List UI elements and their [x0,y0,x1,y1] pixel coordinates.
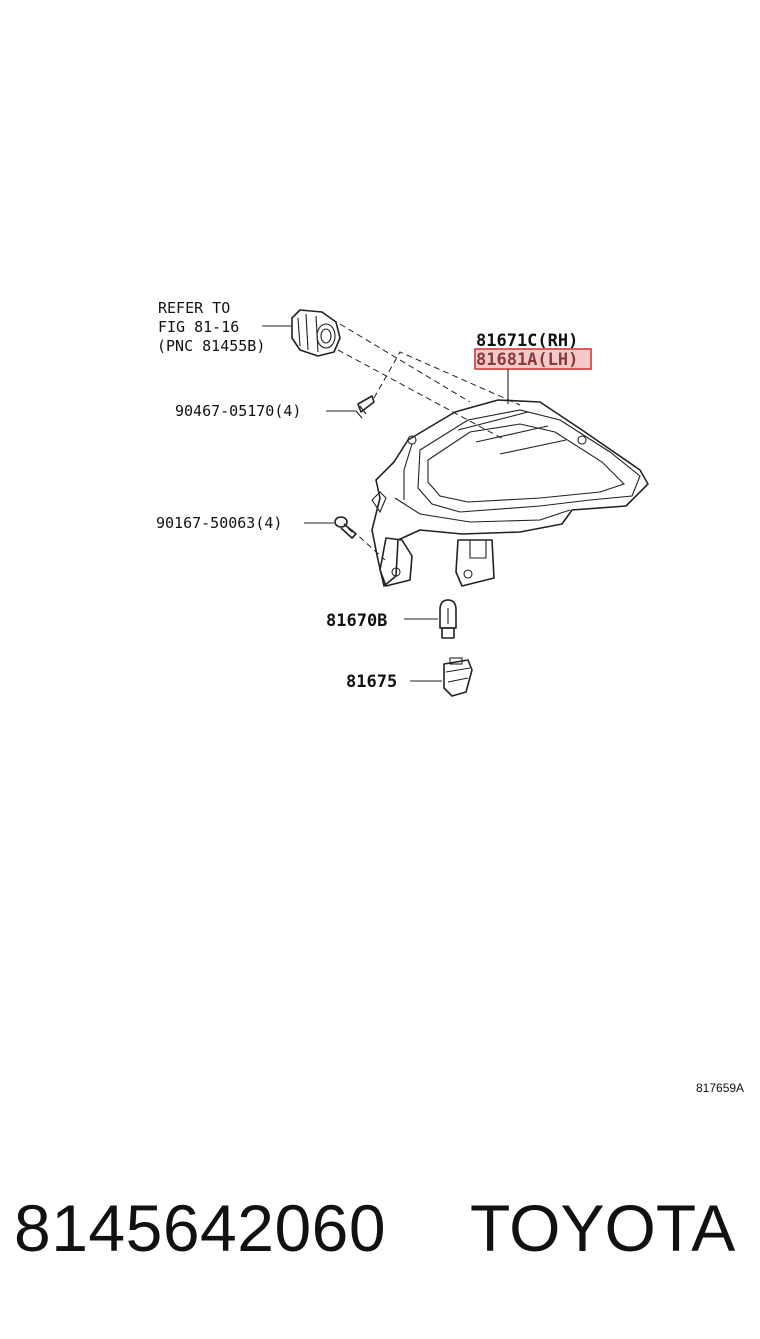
socket-part [443,657,473,697]
guide-line [373,351,521,406]
screw1-part [355,395,375,419]
footer: 8145642060 TOYOTA [0,1190,760,1280]
part-label-bulb: 81670B [326,611,387,631]
fog-lamp-housing [371,399,649,587]
refer-pnc-text: (PNC 81455B) [157,337,265,355]
part-label-screw2: 90167-50063(4) [156,514,282,532]
refer-to-text: REFER TO [158,299,230,317]
screw2-part [334,516,357,539]
guide-line [337,349,506,441]
connector-part [291,309,341,357]
diagram-ref-code: 817659A [696,1081,744,1095]
guide-line [339,323,471,403]
brand-name: TOYOTA [470,1191,736,1265]
bulb-part [439,599,457,639]
part-label-rh: 81671C(RH) [476,331,578,351]
part-label-socket: 81675 [346,672,397,692]
part-label-lh: 81681A(LH) [476,350,578,370]
part-number: 8145642060 [14,1191,387,1265]
part-label-screw1: 90467-05170(4) [175,402,301,420]
highlight-box [474,348,592,370]
guide-line [351,529,386,561]
refer-fig-text: FIG 81-16 [158,318,239,336]
